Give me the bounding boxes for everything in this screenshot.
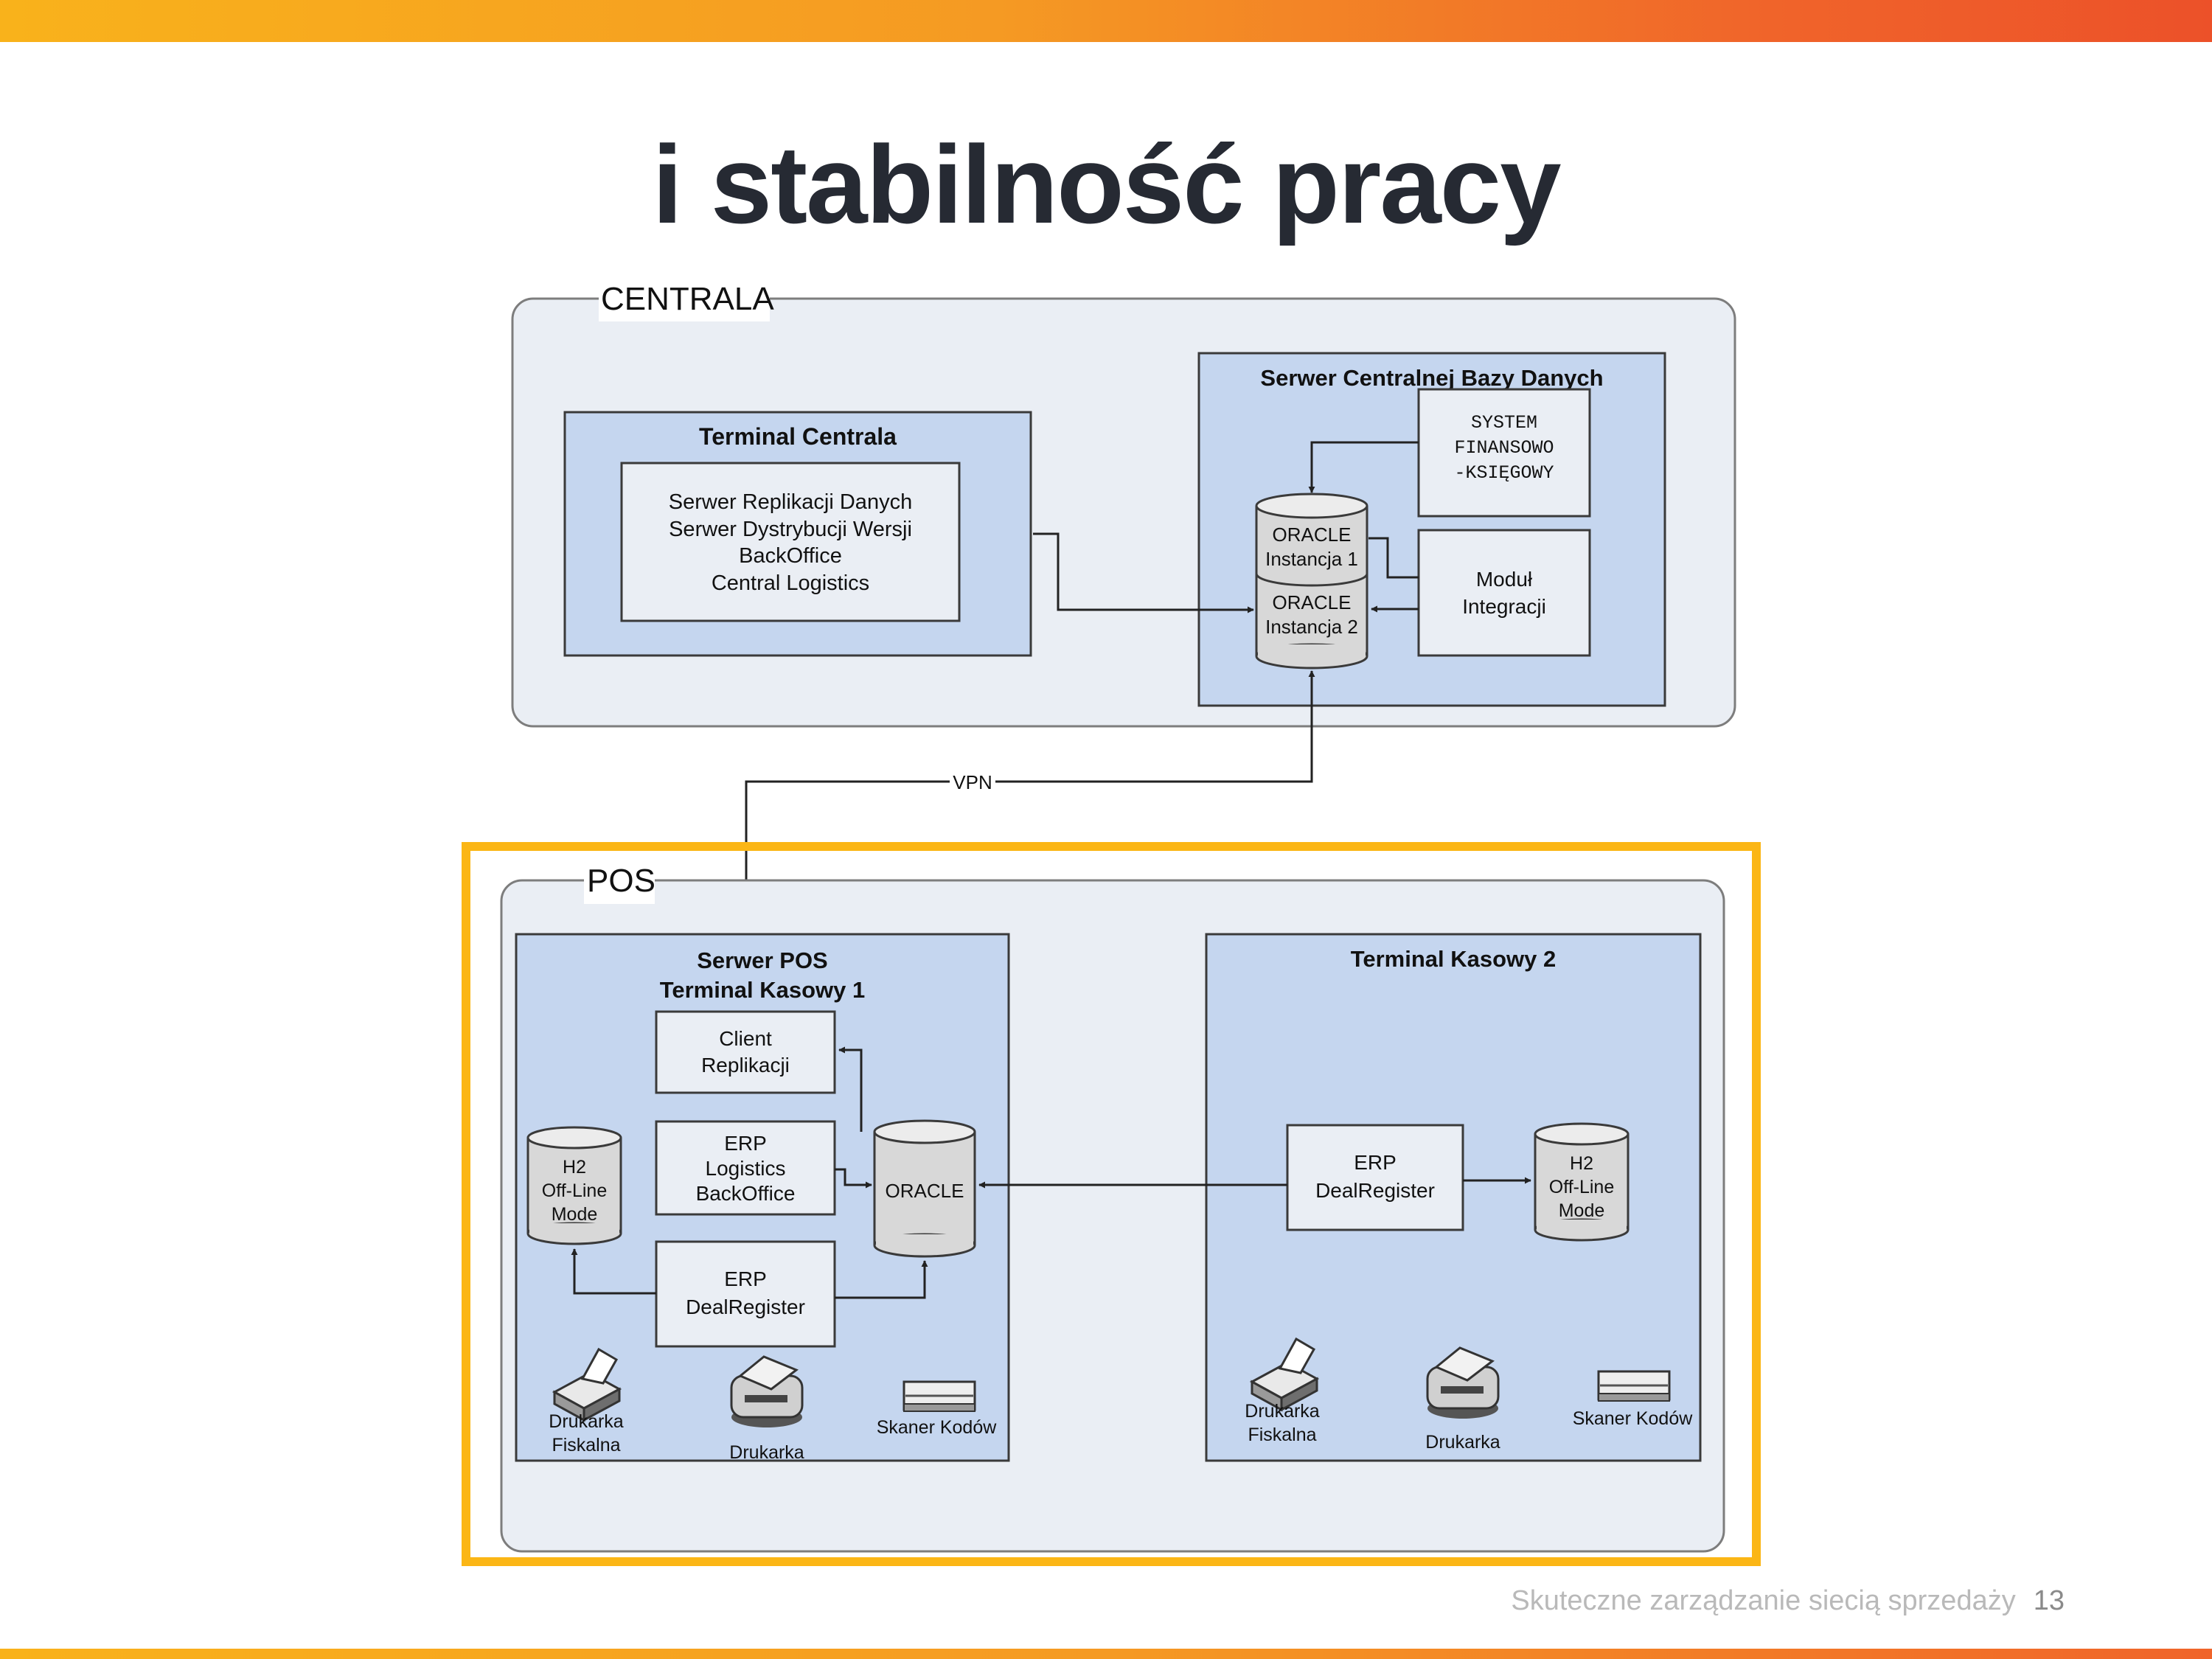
printer-icon — [730, 1355, 804, 1427]
top-accent-bar — [0, 0, 2212, 42]
scanner-icon — [902, 1380, 976, 1412]
pos-server-title-2: Terminal Kasowy 1 — [660, 977, 866, 1003]
erp-logistics-line1: ERP — [724, 1132, 767, 1155]
system-fk-line1: SYSTEM — [1471, 412, 1537, 434]
client-replikacji-line1: Client — [719, 1027, 772, 1050]
client-replikacji-line2: Replikacji — [701, 1054, 790, 1077]
centrala-label: CENTRALA — [601, 281, 774, 317]
service-backoffice: BackOffice — [739, 544, 842, 568]
t2-fiscal-printer-line1: Drukarka — [1245, 1401, 1320, 1422]
service-dystrybucji: Serwer Dystrybucji Wersji — [669, 518, 912, 541]
fiscal-printer-icon — [552, 1347, 622, 1422]
system-fk-line3: -KSIĘGOWY — [1454, 462, 1554, 484]
t2-fiscal-printer-icon — [1249, 1337, 1320, 1412]
connector-terminal-to-oracle — [1033, 532, 1254, 613]
pos-printer-label: Drukarka — [729, 1442, 804, 1463]
t2-erp-dealregister-box — [1286, 1124, 1464, 1231]
system-fk-box — [1417, 388, 1591, 518]
db-server-title: Serwer Centralnej Bazy Danych — [1260, 365, 1603, 391]
h2-pos-line3: Mode — [552, 1204, 598, 1225]
footer-text: Skuteczne zarządzanie siecią sprzedaży — [1511, 1585, 2016, 1616]
t2-fiscal-printer-line2: Fiskalna — [1248, 1425, 1316, 1445]
modul-line1: Moduł — [1476, 568, 1533, 591]
erp-dealregister-line1: ERP — [724, 1267, 767, 1290]
t2-scanner-label: Skaner Kodów — [1573, 1408, 1694, 1429]
pos-highlight-frame — [462, 842, 1761, 1566]
connector-dealregister-to-h2 — [571, 1248, 656, 1295]
t2-printer-label: Drukarka — [1425, 1432, 1500, 1453]
terminal-centrala-title: Terminal Centrala — [699, 423, 897, 450]
h2-t2-line3: Mode — [1559, 1200, 1605, 1221]
oracle2-line1: ORACLE — [1273, 591, 1352, 613]
t2-printer-icon — [1426, 1346, 1500, 1419]
oracle-pos-label: ORACLE — [886, 1180, 964, 1202]
connector-oracle-to-client — [838, 1046, 863, 1132]
h2-pos-line2: Off-Line — [542, 1180, 607, 1201]
slide-footer: Skuteczne zarządzanie siecią sprzedaży 13 — [1511, 1585, 2065, 1617]
connector-logistics-to-oracle — [835, 1168, 872, 1189]
centrala-services-box — [620, 462, 961, 622]
connector-oracle1-to-system — [1368, 537, 1419, 579]
erp-dealregister-line2: DealRegister — [686, 1295, 805, 1318]
oracle1-line2: Instancja 1 — [1265, 548, 1358, 570]
erp-logistics-line3: BackOffice — [696, 1182, 796, 1205]
oracle-central-cylinder — [1255, 493, 1368, 669]
vpn-connector — [745, 670, 1315, 934]
connector-system-to-oracle — [1308, 441, 1419, 493]
h2-pos-cylinder — [526, 1126, 622, 1245]
bottom-accent-bar — [0, 1649, 2212, 1659]
pos-fiscal-printer-line1: Drukarka — [549, 1411, 624, 1432]
connector-dealregister-to-oracle — [835, 1260, 928, 1299]
h2-t2-line2: Off-Line — [1549, 1177, 1614, 1197]
client-replikacji-box — [655, 1010, 836, 1094]
h2-pos-line1: H2 — [563, 1157, 586, 1178]
erp-logistics-box — [655, 1120, 836, 1216]
pos-label: POS — [587, 863, 655, 899]
t2-scanner-icon — [1597, 1370, 1671, 1402]
oracle1-line1: ORACLE — [1273, 524, 1352, 546]
vpn-label: VPN — [953, 771, 992, 793]
h2-t2-cylinder — [1534, 1122, 1630, 1242]
oracle-pos-cylinder — [873, 1119, 976, 1258]
terminal-kasowy-2-title: Terminal Kasowy 2 — [1351, 946, 1557, 972]
h2-t2-line1: H2 — [1570, 1153, 1593, 1174]
t2-erp-line2: DealRegister — [1315, 1179, 1435, 1202]
t2-erp-line1: ERP — [1354, 1151, 1397, 1174]
pos-server-title-1: Serwer POS — [697, 947, 827, 973]
modul-integracji-box — [1417, 529, 1591, 657]
system-fk-line2: FINANSOWO — [1454, 437, 1554, 459]
page-number: 13 — [2033, 1585, 2065, 1616]
erp-logistics-line2: Logistics — [706, 1157, 786, 1180]
pos-scanner-label: Skaner Kodów — [877, 1417, 998, 1438]
service-central-logistics: Central Logistics — [712, 571, 869, 595]
oracle2-line2: Instancja 2 — [1265, 616, 1358, 638]
slide-title: i stabilność pracy — [652, 122, 1561, 246]
modul-line2: Integracji — [1462, 595, 1546, 618]
service-replikacji: Serwer Replikacji Danych — [669, 490, 912, 514]
pos-fiscal-printer-line2: Fiskalna — [552, 1435, 620, 1455]
